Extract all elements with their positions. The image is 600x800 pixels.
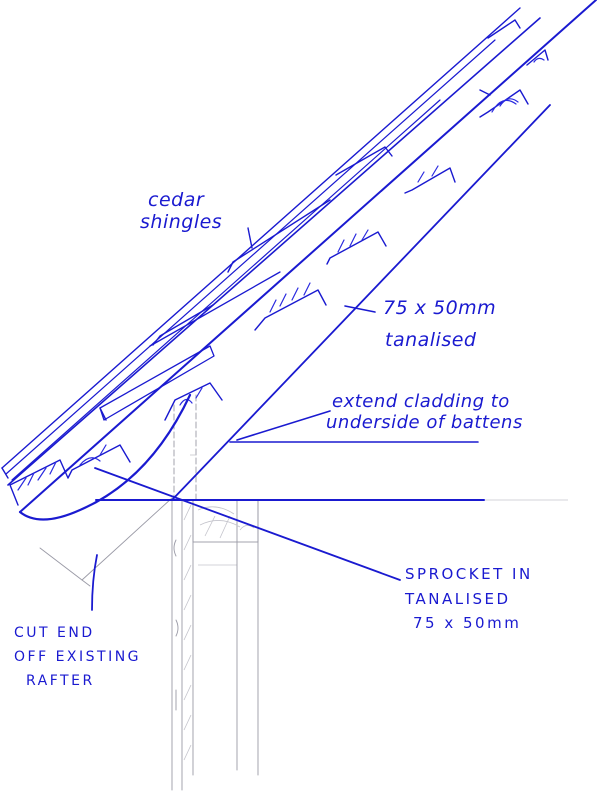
rafter-tail-curve [18,393,192,521]
batten-leader [344,305,376,313]
rafter-cut-leader [91,554,98,611]
cedar-shingles-courses [1,7,521,481]
label-sprocket: SPROCKET IN TANALISED 75 x 50mm [405,565,533,632]
rafter [7,0,597,513]
label-extend-cladding: extend cladding to underside of battens [326,391,523,433]
cut-rafter-outline [39,497,173,587]
battens [9,49,549,506]
post-above-eave [173,394,197,501]
label-batten-75x50: 75 x 50mm tanalised [383,297,497,351]
existing-rafter-line [171,104,551,501]
cladding-leader [236,410,331,441]
label-cut-end-rafter: CUT END OFF EXISTING RAFTER [14,625,142,690]
sprocket-leader [94,467,401,581]
wall-construction [171,499,568,791]
label-cedar-shingles: cedar shingles [140,189,223,233]
